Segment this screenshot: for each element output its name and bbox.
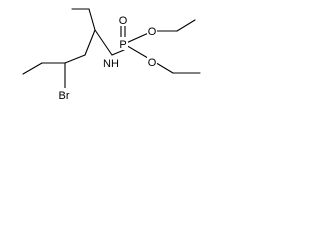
carbonyl-oxygen-label: O — [119, 15, 128, 27]
ester-oxygen-lower-label: O — [148, 57, 157, 69]
amine-label: NH — [103, 58, 119, 70]
bond-ethyl-upper-inner — [88, 8, 96, 31]
bond-c3-c4 — [84, 29, 96, 56]
bond-ch2-ch3-upper — [176, 19, 196, 32]
atom-labels: O P O O NH Br — [55, 14, 157, 102]
bonds — [22, 8, 201, 89]
phosphorus-label: P — [119, 39, 126, 51]
bond-c4-cbr — [64, 54, 86, 64]
bromine-label: Br — [59, 90, 70, 102]
bond-n-p — [111, 49, 125, 56]
bond-ethyl-lower-terminal — [22, 62, 43, 75]
ester-oxygen-upper-label: O — [148, 26, 157, 38]
structure-diagram: O P O O NH Br — [22, 8, 201, 102]
bond-c3-n — [94, 29, 113, 56]
